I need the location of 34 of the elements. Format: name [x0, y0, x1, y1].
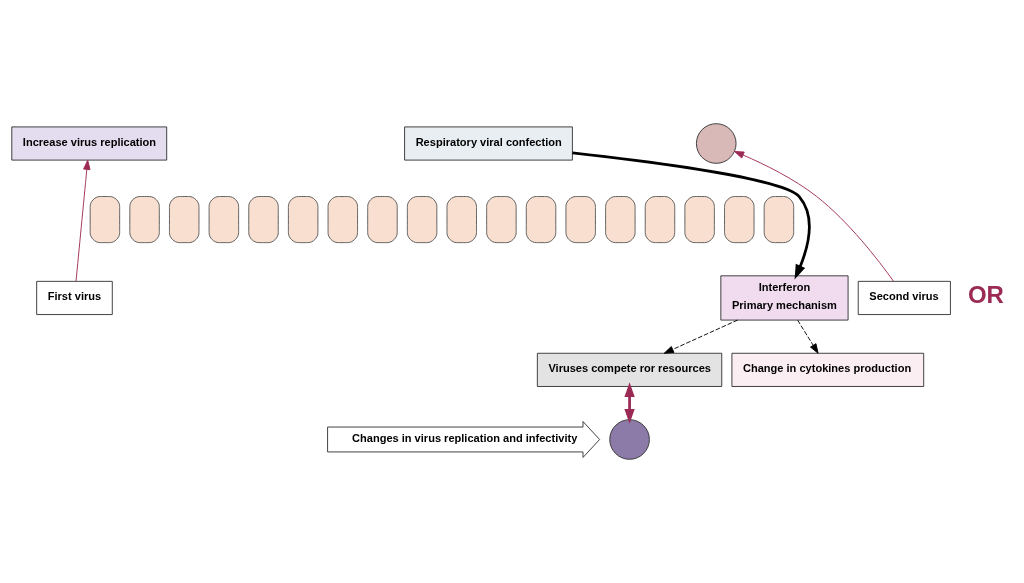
node-box [327, 196, 358, 244]
arrow [75, 159, 91, 282]
arrow [624, 382, 635, 424]
label: OR [967, 280, 1004, 308]
node-box [367, 196, 398, 244]
arrow [572, 151, 811, 280]
node-box [169, 196, 200, 244]
node-box: Viruses compete ror resources [536, 352, 723, 387]
node-box: Change in cytokines production [731, 352, 925, 387]
node-box [248, 196, 279, 244]
arrow [734, 151, 894, 282]
node-box [406, 196, 438, 244]
arrow [797, 319, 819, 354]
node-circle [695, 123, 737, 164]
node-box: First virus [36, 280, 113, 315]
node-box [644, 196, 676, 244]
node-box: Second virus [857, 280, 951, 315]
node-box: Increase virus replication [11, 126, 168, 161]
node-box [605, 196, 636, 244]
node-box [129, 196, 160, 244]
node-box [763, 196, 795, 244]
node-box [724, 196, 755, 244]
node-box [525, 196, 557, 244]
node-box: Interferon Primary mechanism [720, 275, 849, 321]
node-box [446, 196, 477, 244]
node-box [208, 196, 240, 244]
arrow [663, 319, 739, 354]
node-box [565, 196, 596, 244]
node-box [89, 196, 121, 244]
node-box [684, 196, 715, 244]
node-box [486, 196, 517, 244]
node-box [287, 196, 319, 244]
node-box: Respiratory viral confection [404, 126, 573, 161]
node-circle [609, 419, 650, 460]
